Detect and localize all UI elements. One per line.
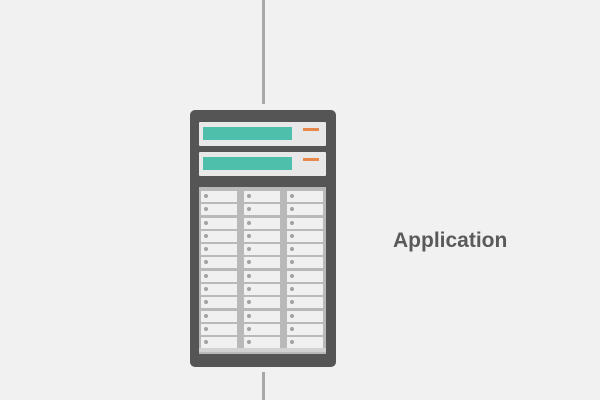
bay-indicator-1 [303, 128, 319, 131]
drive-slot [244, 284, 280, 296]
drive-column-1 [201, 191, 237, 351]
bay-display-1 [203, 127, 292, 140]
drive-column-3 [287, 191, 323, 351]
drive-slot [244, 244, 280, 256]
drive-slot [244, 297, 280, 309]
drive-slot [287, 217, 323, 229]
drive-slot [287, 230, 323, 242]
server-bay-1 [199, 122, 326, 146]
drive-slot [201, 230, 237, 242]
drive-slot [287, 323, 323, 335]
drive-slot [287, 257, 323, 269]
drive-slot [201, 204, 237, 216]
drive-slot [287, 244, 323, 256]
drive-slot [287, 297, 323, 309]
bay-display-2 [203, 157, 292, 170]
drive-slot [201, 297, 237, 309]
drive-slot [244, 204, 280, 216]
drive-slot [287, 310, 323, 322]
connector-line-top [262, 0, 265, 104]
drive-slot [201, 244, 237, 256]
drive-slot [244, 217, 280, 229]
drive-slot [201, 270, 237, 282]
server-label: Application [393, 229, 508, 252]
drive-panel [199, 187, 326, 354]
drive-slot [287, 204, 323, 216]
server-bay-2 [199, 152, 326, 176]
drive-slot [244, 323, 280, 335]
drive-slot [201, 323, 237, 335]
drive-slot [244, 310, 280, 322]
drive-panel-base [199, 348, 326, 352]
drive-slot [244, 230, 280, 242]
drive-slot [201, 310, 237, 322]
drive-slot [201, 191, 237, 202]
drive-slot [287, 270, 323, 282]
drive-slot [244, 191, 280, 202]
drive-slot [201, 217, 237, 229]
drive-column-2 [244, 191, 280, 351]
drive-slot [201, 284, 237, 296]
drive-slot [287, 284, 323, 296]
drive-slot [201, 257, 237, 269]
server-rack-icon [190, 110, 336, 367]
drive-slot [244, 270, 280, 282]
drive-slot [287, 191, 323, 202]
connector-line-bottom [262, 372, 265, 400]
drive-slot [244, 337, 280, 349]
drive-slot [287, 337, 323, 349]
drive-slot [244, 257, 280, 269]
bay-indicator-2 [303, 158, 319, 161]
drive-slot [201, 337, 237, 349]
